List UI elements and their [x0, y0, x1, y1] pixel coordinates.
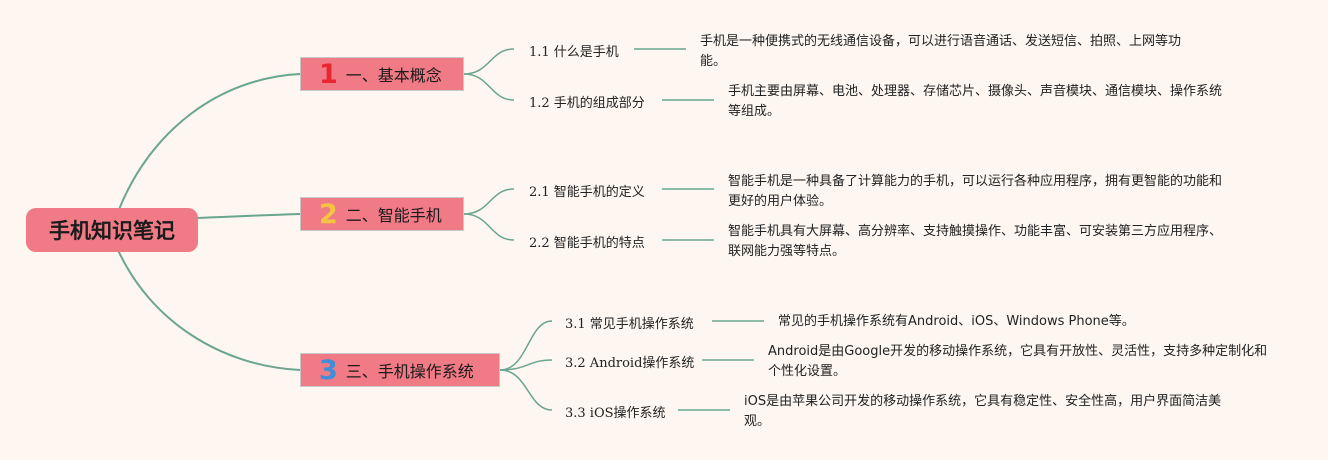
- link-root-branch-3: [117, 249, 301, 371]
- desc-1-1: 手机是一种便携式的无线通信设备，可以进行语音通话、发送短信、拍照、上网等功能。: [700, 34, 1182, 69]
- branch-node-2[interactable]: 2 二、智能手机: [300, 197, 464, 231]
- link-1-2: [463, 73, 515, 101]
- desc-2-1: 智能手机是一种具备了计算能力的手机，可以运行各种应用程序，拥有更智能的功能和更好…: [728, 174, 1223, 209]
- link-3-1: [499, 320, 553, 371]
- branch-node-3[interactable]: 3 三、手机操作系统: [300, 353, 500, 387]
- desc-2-2: 智能手机具有大屏幕、高分辨率、支持触摸操作、功能丰富、可安装第三方应用程序、联网…: [728, 224, 1223, 259]
- link-3-2: [499, 359, 553, 371]
- branch-label: 二、智能手机: [345, 206, 442, 225]
- desc-3-3: iOS是由苹果公司开发的移动操作系统，它具有稳定性、安全性高，用户界面简洁美观。: [744, 394, 1222, 429]
- sub-node-3-1[interactable]: 3.1 常见手机操作系统: [565, 317, 694, 332]
- sub-node-3-2[interactable]: 3.2 Android操作系统: [565, 356, 695, 371]
- sub-node-2-1[interactable]: 2.1 智能手机的定义: [529, 185, 645, 200]
- link-3-3: [499, 369, 553, 411]
- link-root-branch-1: [117, 73, 301, 213]
- link-2-2: [463, 213, 515, 241]
- link-1-1: [463, 48, 515, 75]
- link-root-branch-2: [197, 213, 301, 219]
- root-title: 手机知识笔记: [49, 219, 175, 243]
- number-2-icon: 2: [319, 198, 338, 230]
- branch-label: 一、基本概念: [345, 66, 442, 85]
- root-node[interactable]: 手机知识笔记: [26, 208, 198, 252]
- sub-node-2-2[interactable]: 2.2 智能手机的特点: [529, 236, 645, 251]
- desc-1-2: 手机主要由屏幕、电池、处理器、存储芯片、摄像头、声音模块、通信模块、操作系统等组…: [728, 84, 1223, 119]
- desc-3-1: 常见的手机操作系统有Android、iOS、Windows Phone等。: [778, 314, 1135, 329]
- number-3-icon: 3: [319, 354, 338, 386]
- number-1-icon: 1: [319, 58, 338, 90]
- sub-node-1-1[interactable]: 1.1 什么是手机: [529, 45, 619, 60]
- branch-label: 三、手机操作系统: [345, 362, 474, 381]
- sub-node-1-2[interactable]: 1.2 手机的组成部分: [529, 96, 645, 111]
- branch-node-1[interactable]: 1 一、基本概念: [300, 57, 464, 91]
- link-2-1: [463, 188, 515, 215]
- sub-node-3-3[interactable]: 3.3 iOS操作系统: [565, 406, 666, 421]
- desc-3-2: Android是由Google开发的移动操作系统，它具有开放性、灵活性，支持多种…: [768, 344, 1268, 379]
